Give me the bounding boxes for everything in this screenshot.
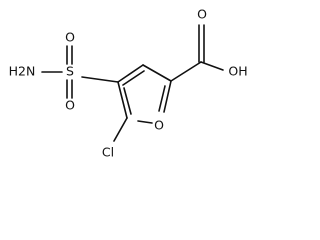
bond-c5-chlorine (113, 117, 128, 142)
sulfur-label: S (66, 64, 74, 79)
bond-c2-carboxyl (170, 61, 202, 82)
sulfonyl-oxygen-bottom-label: O (65, 98, 75, 113)
sulfonyl-oxygen-top-label: O (65, 30, 75, 45)
bond-c4-c5 (117, 81, 128, 119)
bond-c3-c4-inner (122, 70, 145, 86)
amine-label: H2N (9, 64, 36, 79)
bond-c3-c4 (117, 64, 144, 83)
molecule-diagram: H2N S O O O Cl O OH (9, 7, 248, 160)
bond-c3-c2 (142, 64, 172, 82)
bond-c2-o-ring-inner (158, 85, 166, 112)
bond-c2-o-ring (163, 80, 172, 113)
bond-c4-sulfur (81, 76, 119, 83)
bond-carboxyl-hydroxyl (200, 61, 224, 71)
chlorine-label: Cl (102, 145, 114, 160)
carbonyl-oxygen-label: O (197, 7, 207, 22)
bond-c5-o-ring (137, 120, 153, 124)
ring-oxygen-label: O (154, 118, 164, 133)
structure-svg: H2N S O O O Cl O OH (9, 7, 248, 160)
bond-c4-c5-inner (123, 87, 132, 115)
hydroxyl-label: OH (228, 64, 247, 79)
